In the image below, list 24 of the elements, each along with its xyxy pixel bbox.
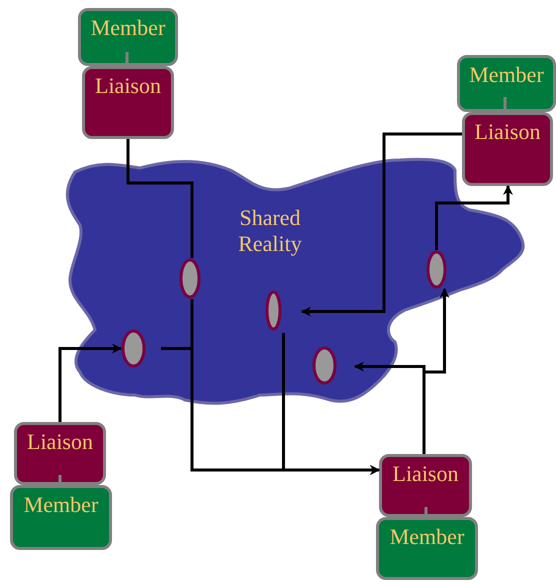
connector-line (126, 52, 128, 66)
connector-line (504, 97, 506, 112)
arrow (435, 185, 513, 250)
node-label: Member (390, 524, 464, 550)
rounded-box (379, 454, 472, 517)
rounded-box (82, 66, 174, 139)
arrow (58, 344, 122, 422)
arrow (282, 333, 380, 475)
node-label: Liaison (27, 429, 93, 455)
node-label: Shared Reality (237, 205, 303, 257)
rounded-box (462, 112, 553, 186)
rounded-box (14, 422, 106, 485)
node-label: Liaison (392, 461, 458, 487)
node-label: Liaison (95, 73, 161, 99)
arrow (301, 132, 462, 316)
rounded-box (457, 55, 556, 112)
node-label: Member (90, 15, 166, 41)
rounded-box (78, 8, 178, 66)
node-label: Member (469, 62, 544, 88)
node-label: Liaison (474, 119, 540, 145)
node-label: Member (24, 492, 98, 518)
connector-line (126, 139, 194, 258)
rounded-box (10, 485, 112, 550)
rounded-box (376, 517, 478, 580)
